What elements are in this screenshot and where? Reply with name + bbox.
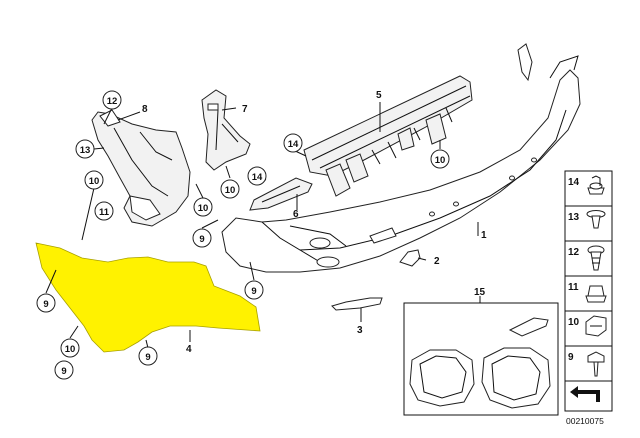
svg-text:14: 14 (288, 139, 299, 150)
bubble-10-b[interactable]: 10 (193, 197, 213, 217)
svg-text:10: 10 (198, 203, 209, 214)
label-2: 2 (434, 256, 440, 267)
clip-11-icon (585, 285, 607, 303)
part-8-bracket[interactable] (91, 109, 191, 227)
svg-text:14: 14 (252, 172, 263, 183)
bubble-10-c[interactable]: 10 (430, 149, 450, 169)
screw-9-icon (587, 351, 605, 377)
label-1: 1 (481, 230, 487, 241)
svg-text:9: 9 (145, 352, 150, 363)
svg-text:10: 10 (89, 176, 100, 187)
svg-text:11: 11 (99, 207, 110, 218)
clip-12-icon (587, 245, 605, 271)
label-4: 4 (186, 344, 192, 355)
svg-text:9: 9 (251, 286, 256, 297)
bubble-10-a[interactable]: 10 (84, 170, 104, 190)
bubble-13[interactable]: 13 (75, 139, 95, 159)
bubble-9-d[interactable]: 9 (138, 346, 158, 366)
catalog-number: 00210075 (566, 416, 604, 426)
callout-bubbles: 12 13 10 11 10 14 10 14 10 9 9 9 10 9 9 (36, 90, 450, 380)
part-3-reflector[interactable] (331, 297, 383, 311)
fastener-legend: 14 13 12 11 10 9 (564, 170, 613, 412)
legend-item-12: 12 (568, 247, 580, 258)
svg-text:9: 9 (199, 234, 204, 245)
label-15: 15 (474, 287, 486, 298)
svg-text:12: 12 (107, 96, 118, 107)
part-15-box[interactable] (403, 302, 559, 416)
label-8: 8 (142, 104, 148, 115)
svg-text:10: 10 (435, 155, 446, 166)
svg-text:10: 10 (65, 344, 76, 355)
bubble-12[interactable]: 12 (102, 90, 122, 110)
bubble-9-a[interactable]: 9 (192, 228, 212, 248)
bubble-10-d[interactable]: 10 (220, 179, 240, 199)
legend-item-11: 11 (568, 282, 579, 293)
part-7-bracket[interactable] (201, 89, 251, 171)
legend-item-14: 14 (568, 177, 580, 188)
label-7: 7 (242, 104, 248, 115)
arrow-icon (570, 386, 600, 402)
clip-13-icon (586, 210, 606, 229)
legend-item-9: 9 (568, 352, 574, 363)
bubble-9-e[interactable]: 9 (54, 360, 74, 380)
part-2-cap[interactable] (399, 249, 421, 267)
svg-text:9: 9 (43, 299, 48, 310)
label-3: 3 (357, 325, 363, 336)
part-4-highlighted[interactable] (35, 242, 261, 353)
bubble-14-a[interactable]: 14 (283, 133, 303, 153)
legend-item-13: 13 (568, 212, 580, 223)
part-1-bumper[interactable] (221, 43, 581, 273)
bubble-11[interactable]: 11 (94, 201, 114, 221)
bubble-9-b[interactable]: 9 (244, 280, 264, 300)
clip-14-icon (587, 175, 605, 195)
svg-text:10: 10 (225, 185, 236, 196)
svg-text:13: 13 (80, 145, 91, 156)
legend-item-10: 10 (568, 317, 580, 328)
part-number-labels: 1 2 3 4 5 6 7 8 15 (142, 90, 487, 355)
label-6: 6 (293, 209, 299, 220)
label-5: 5 (376, 90, 382, 101)
nut-10-icon (585, 315, 607, 337)
bubble-9-c[interactable]: 9 (36, 293, 56, 313)
bubble-10-e[interactable]: 10 (60, 338, 80, 358)
svg-text:9: 9 (61, 366, 66, 377)
bubble-14-b[interactable]: 14 (247, 166, 267, 186)
part-5-carrier[interactable] (303, 75, 473, 197)
